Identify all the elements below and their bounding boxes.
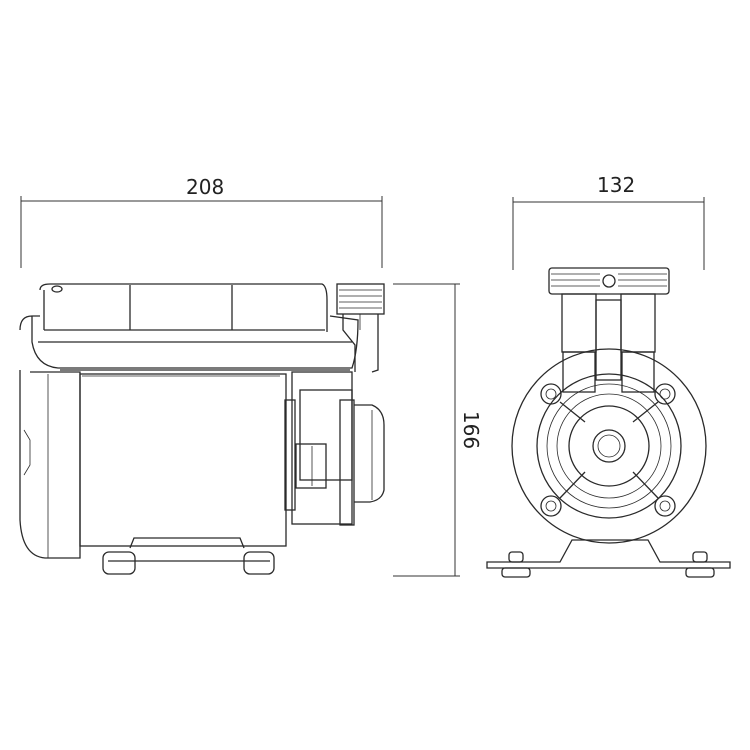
- height-dimension-line: [393, 283, 460, 577]
- pump-side-view: [19, 283, 385, 575]
- width-dimension-line: [512, 197, 705, 270]
- height-dimension-label: 166: [459, 410, 484, 450]
- screw-icon: [540, 383, 676, 517]
- width-dimension-label: 132: [597, 173, 636, 197]
- length-dimension-line: [20, 196, 383, 268]
- pump-front-view: [486, 267, 731, 578]
- length-dimension-label: 208: [186, 175, 225, 199]
